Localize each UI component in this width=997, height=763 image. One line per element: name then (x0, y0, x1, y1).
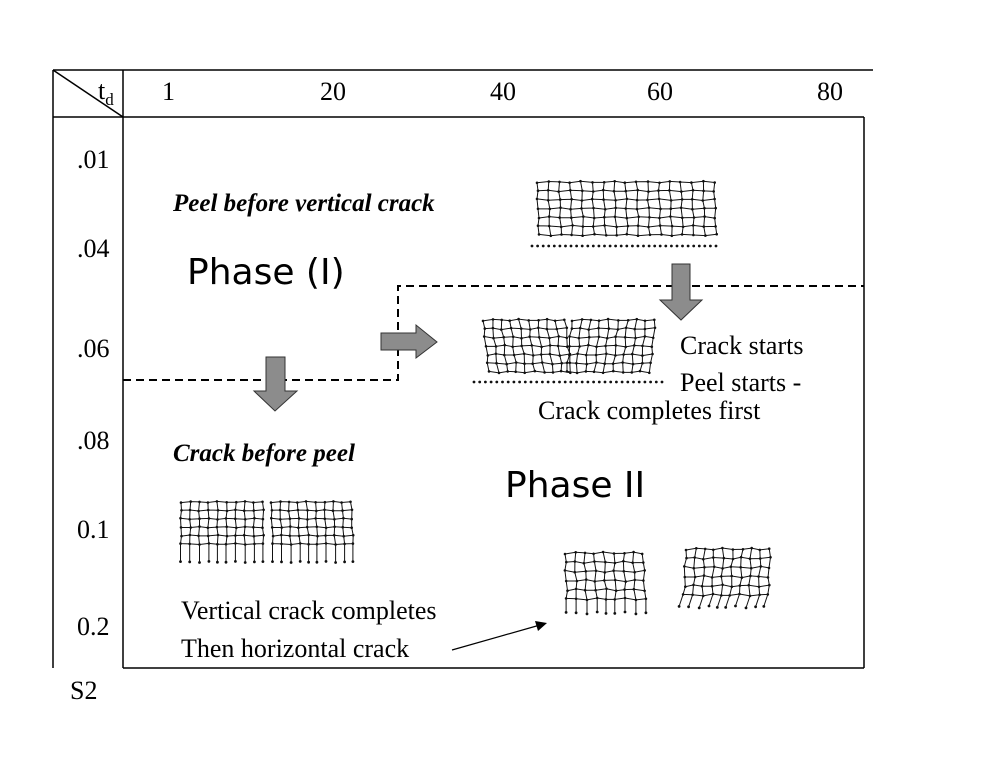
peel-before-crack-caption: Peel before vertical crack (173, 190, 435, 217)
note-peel-starts: Peel starts - (680, 368, 802, 397)
row-label-0-1: 0.1 (77, 515, 110, 544)
down-arrow-crack-before-peel (252, 356, 299, 412)
note-crack-starts: Crack starts (680, 331, 804, 360)
phase-one-title: Phase (I) (187, 252, 345, 293)
corner-symbol: t (98, 76, 106, 105)
corner-subscript: d (105, 90, 114, 110)
mesh-illustrations (179, 179, 772, 616)
column-header-1: 1 (162, 77, 175, 106)
mesh-crack-starts-left (481, 317, 572, 375)
column-header-40: 40 (490, 77, 516, 106)
mesh-crack-starts-base (472, 380, 664, 384)
footer-label: S2 (70, 676, 98, 705)
mesh-crack-before-peel-right (269, 500, 355, 564)
row-label-06: .06 (77, 334, 110, 363)
mesh-horizontal-crack-left (563, 550, 648, 616)
crack-before-peel-caption: Crack before peel (173, 440, 355, 467)
note-vertical-crack-completes: Vertical crack completes (181, 596, 437, 625)
row-label-01: .01 (77, 145, 110, 174)
mesh-horizontal-crack-right (677, 546, 772, 610)
down-arrow-peel-model (658, 263, 704, 321)
corner-diagonal (52, 69, 124, 118)
mesh-peel-before-crack-base (530, 244, 718, 248)
mesh-crack-before-peel-left (179, 500, 265, 564)
note-then-horizontal-crack: Then horizontal crack (181, 634, 410, 663)
row-label-08: .08 (77, 426, 110, 455)
right-arrow-to-phase-two (380, 323, 438, 360)
phase-two-title: Phase II (505, 465, 646, 506)
pointer-arrow-head (535, 621, 547, 631)
row-label-0-2: 0.2 (77, 612, 110, 641)
pointer-arrow-line (451, 624, 541, 651)
column-header-60: 60 (647, 77, 673, 106)
row-label-04: .04 (77, 234, 110, 263)
corner-label: td (98, 76, 114, 110)
mesh-peel-before-crack (535, 179, 718, 238)
column-header-80: 80 (817, 77, 843, 106)
mesh-crack-starts-right (565, 317, 657, 375)
column-header-20: 20 (320, 77, 346, 106)
phase-boundary-line (123, 285, 864, 381)
note-crack-completes-first: Crack completes first (538, 396, 761, 425)
